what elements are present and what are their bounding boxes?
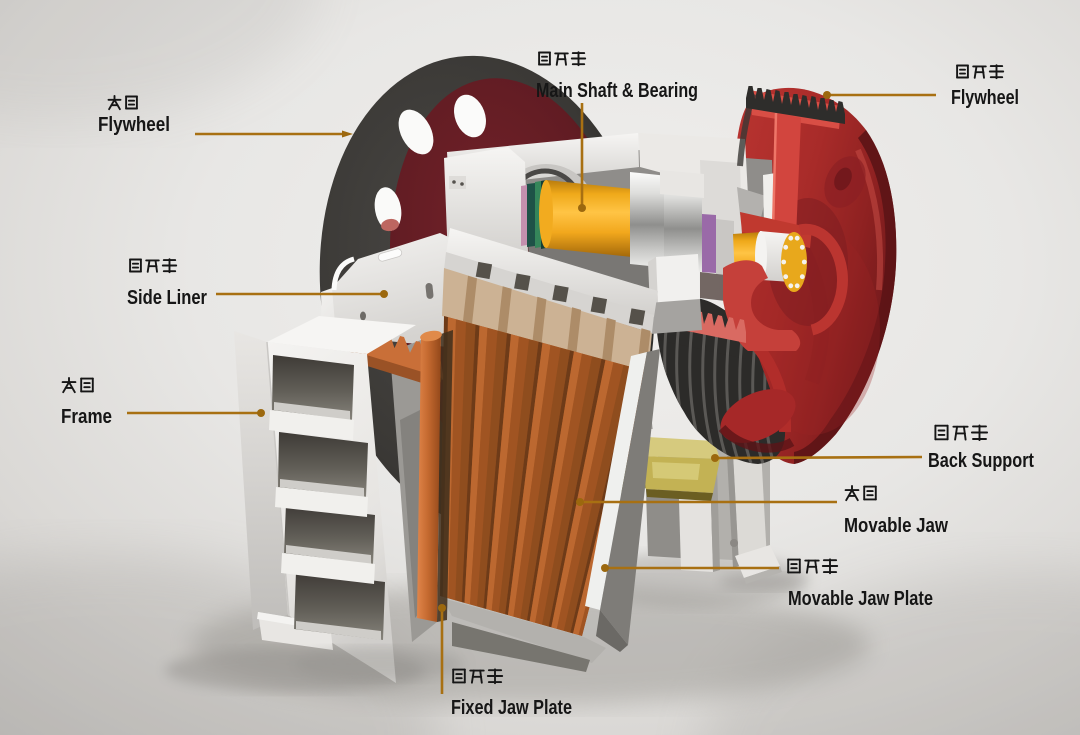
svg-text:Side Liner: Side Liner xyxy=(127,287,207,309)
svg-text:Flywheel: Flywheel xyxy=(951,87,1019,109)
svg-text:Movable Jaw: Movable Jaw xyxy=(844,515,948,537)
svg-text:Fixed Jaw Plate: Fixed Jaw Plate xyxy=(451,697,572,719)
svg-text:Frame: Frame xyxy=(61,406,112,428)
svg-text:Flywheel: Flywheel xyxy=(98,114,170,136)
svg-text:Movable Jaw Plate: Movable Jaw Plate xyxy=(788,588,933,610)
svg-text:Back Support: Back Support xyxy=(928,450,1034,472)
svg-text:Main Shaft & Bearing: Main Shaft & Bearing xyxy=(536,80,698,102)
